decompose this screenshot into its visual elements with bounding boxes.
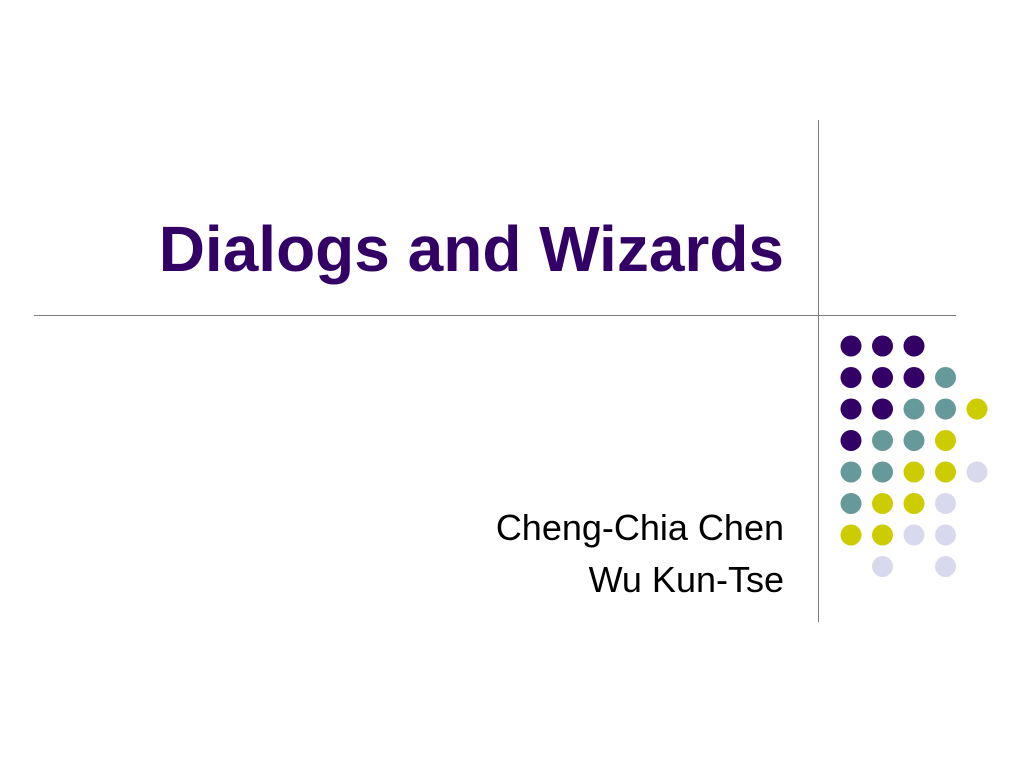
decorative-dot: [872, 556, 893, 577]
decorative-dot: [840, 398, 862, 420]
decorative-dot: [903, 493, 925, 514]
decorative-dot: [872, 461, 893, 483]
decorative-dot: [840, 335, 862, 357]
decorative-dot: [903, 524, 925, 546]
horizontal-divider: [34, 315, 956, 316]
decorative-dot: [903, 367, 925, 388]
author-list: Cheng-Chia Chen Wu Kun-Tse: [496, 502, 784, 606]
decorative-dot: [840, 524, 862, 546]
decorative-dot: [935, 493, 956, 514]
decorative-dot: [935, 367, 956, 388]
decorative-dot: [872, 430, 893, 451]
author-name: Cheng-Chia Chen: [495, 507, 784, 548]
decorative-dot: [903, 461, 925, 483]
decorative-dot: [872, 524, 893, 546]
decorative-dot: [903, 335, 925, 357]
vertical-divider: [818, 120, 819, 622]
decorative-dot: [903, 398, 925, 420]
decorative-dot: [935, 556, 956, 577]
decorative-dot: [840, 367, 862, 388]
decorative-dot: [840, 461, 862, 483]
decorative-dot: [872, 367, 893, 388]
decorative-dot: [935, 461, 956, 483]
decorative-dot: [935, 430, 956, 451]
decorative-dot: [966, 461, 988, 483]
decorative-dot: [872, 335, 893, 357]
decorative-dot: [966, 398, 988, 420]
decorative-dot: [935, 524, 956, 546]
decorative-dot: [935, 398, 956, 420]
decorative-dot: [872, 398, 893, 420]
decorative-dot: [840, 493, 862, 514]
author-name: Wu Kun-Tse: [588, 559, 784, 600]
slide-title: Dialogs and Wizards: [158, 213, 784, 285]
decorative-dot: [840, 430, 862, 451]
decorative-dot: [903, 430, 925, 451]
decorative-dot: [872, 493, 893, 514]
